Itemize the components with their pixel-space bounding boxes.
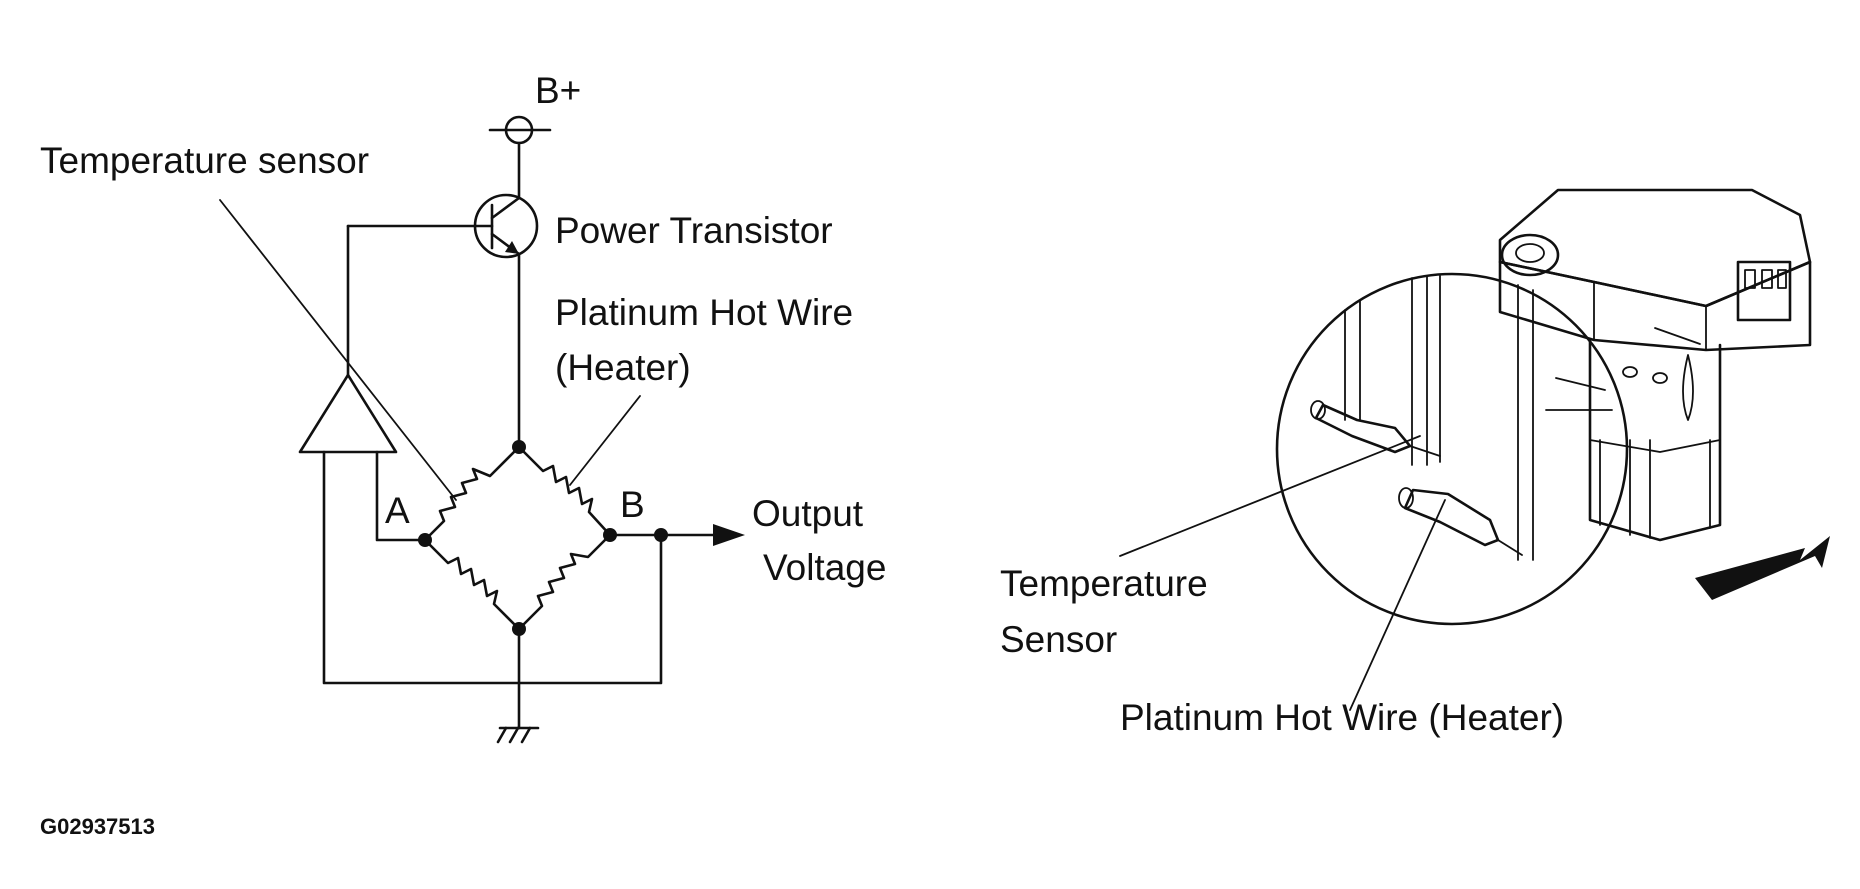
amplifier-symbol (298, 373, 398, 454)
resistor-hot-wire (517, 445, 612, 537)
node-a-label: A (385, 490, 410, 531)
node-b-feedback-wire (322, 450, 663, 685)
node-b-label: B (620, 484, 645, 525)
node-a-dot (418, 533, 432, 547)
output-label-line1: Output (752, 493, 864, 534)
node-a-wire (375, 450, 427, 542)
hot-wire-label-line1: Platinum Hot Wire (555, 292, 853, 333)
power-transistor-symbol (346, 193, 539, 449)
hot-wire-leader (569, 395, 641, 486)
node-top-dot (512, 440, 526, 454)
supply-terminal-symbol (488, 115, 552, 200)
output-label-line2: Voltage (763, 547, 886, 588)
sensor-housing (1498, 188, 1812, 352)
output-arrow (713, 524, 745, 546)
hot-wire-detail-leader (1349, 499, 1446, 711)
resistor-temperature-sensor (423, 445, 521, 542)
hot-wire-label-line2: (Heater) (555, 347, 691, 388)
sensor-illustration: Temperature Sensor Platinum Hot Wire (He… (1000, 188, 1830, 738)
figure-code: G02937513 (40, 814, 155, 839)
magnified-detail (1275, 272, 1629, 626)
resistor-bottom-left (423, 538, 521, 631)
temp-sensor-label: Temperature sensor (40, 140, 369, 181)
transistor-label: Power Transistor (555, 210, 833, 251)
detail-temp-sensor-label-line2: Sensor (1000, 619, 1117, 660)
bridge-circuit: B+ Power Transistor (40, 70, 886, 744)
ground-symbol (496, 627, 540, 744)
temp-sensor-leader (219, 199, 457, 501)
supply-label: B+ (535, 70, 581, 111)
detail-hot-wire-label: Platinum Hot Wire (Heater) (1120, 697, 1564, 738)
temp-sensor-detail-leader (1119, 435, 1421, 557)
detail-temp-sensor-label-line1: Temperature (1000, 563, 1208, 604)
sensor-probe (1588, 338, 1722, 542)
airflow-arrow (1695, 536, 1830, 600)
resistor-bottom-right (517, 533, 612, 631)
